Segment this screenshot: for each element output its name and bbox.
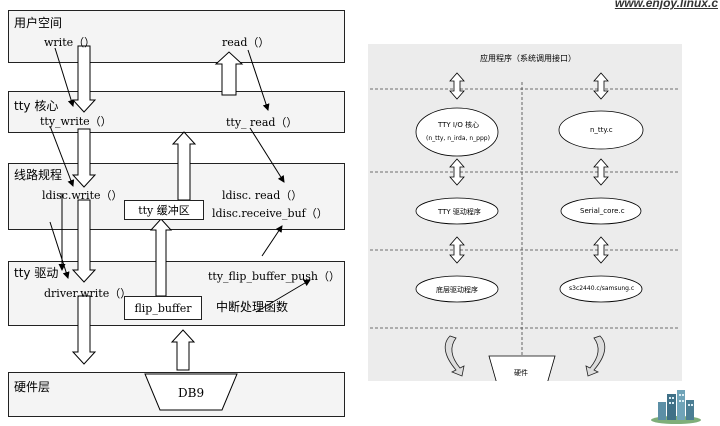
layer-title-tty-core: tty 核心 [14,99,59,113]
node-tty-driver-label: TTY 驱动程序 [438,208,481,216]
node-low-level-driver [415,275,499,303]
call-arrow-read-to-tty-read [247,49,270,111]
call-arrow-push-to-receive-buf [261,225,283,257]
node-s3c2440-label: s3c2440.c/samsung.c [569,285,635,292]
curved-arrow-left [444,335,465,377]
header-url[interactable]: www.enjoy.linux.c [614,0,718,10]
node-tty-driver [415,197,499,225]
hollow-arrow-down-2 [71,128,97,188]
layer-title-tty-driver: tty 驱动 [14,266,59,280]
double-arrow-l2 [449,158,465,186]
stack-diagram-shapes [370,72,680,381]
node-tty-io-core-label: TTY I/O 核心 [438,121,480,129]
node-n-tty [558,110,644,150]
node-hardware-label: 硬件 [514,369,528,377]
label-ldisc-read: ldisc. read（） [222,189,303,202]
hollow-arrow-up-user [214,51,244,96]
double-arrow-r1 [593,72,609,100]
curved-arrow-right [585,335,606,377]
label-tty-flip-buffer-push: tty_flip_buffer_push（） [208,270,341,283]
hollow-arrow-up-flip [170,329,196,371]
layer-tty-core [8,91,345,133]
layer-title-user-space: 用户空间 [14,16,63,30]
node-tty-io-core-sublabel: (n_tty, n_irda, n_ppp) [426,135,490,142]
double-arrow-l1 [449,72,465,100]
node-hardware [488,355,556,381]
node-s3c2440 [559,275,643,303]
node-serial-core-label: Serial_core.c [580,207,625,215]
label-write: write（） [44,36,96,49]
double-arrow-r2 [593,158,609,186]
hollow-arrow-down-1 [71,45,97,113]
call-arrow-write-to-tty-write [54,47,75,107]
layer-title-hardware: 硬件层 [14,380,51,394]
label-driver-write: driver.write（） [44,287,132,300]
db9-label: DB9 [178,386,205,400]
diagram-arrows [49,45,311,411]
node-tty-io-core [415,107,499,157]
label-interrupt-handler: 中断处理函数 [216,300,289,314]
label-ldisc-write: ldisc.write（） [42,189,123,202]
label-read: read（） [222,36,270,49]
double-arrow-l3 [449,236,465,264]
label-tty-write: tty_write（） [40,115,112,128]
node-serial-core [560,197,642,225]
node-n-tty-label: n_tty.c [590,126,613,134]
label-tty-read: tty_ read（） [226,116,298,129]
call-arrow-tty-read-to-ldisc [249,127,285,183]
tty-buffer-box: tty 缓冲区 [124,200,204,220]
node-low-level-driver-label: 底层驱动程序 [436,286,478,294]
app-syscall-interface-title: 应用程序（系统调用接口） [480,54,576,63]
flip-buffer-box: flip_buffer [124,296,202,320]
layer-user-space [8,10,345,63]
hollow-arrow-down-4 [71,295,97,365]
db9-connector-shape [144,373,238,411]
label-ldisc-receive-buf: ldisc.receive_buf（） [212,207,328,220]
double-arrow-r3 [593,236,609,264]
tty-driver-stack-diagram: 应用程序（系统调用接口） TTY I/O 核心 (n_tty, n_irda, … [368,44,682,381]
layer-title-line-discipline: 线路规程 [14,168,63,182]
call-arrow-irq-to-push [255,279,311,313]
layer-line-discipline [8,163,345,230]
hollow-arrow-up-buffer [149,218,173,297]
city-buildings-logo [651,390,701,424]
call-arrow-driver-write [49,221,70,279]
hollow-arrow-down-3 [71,199,97,283]
hollow-arrow-up-core [171,131,197,201]
call-arrow-tty-write-to-ldisc [49,125,75,187]
